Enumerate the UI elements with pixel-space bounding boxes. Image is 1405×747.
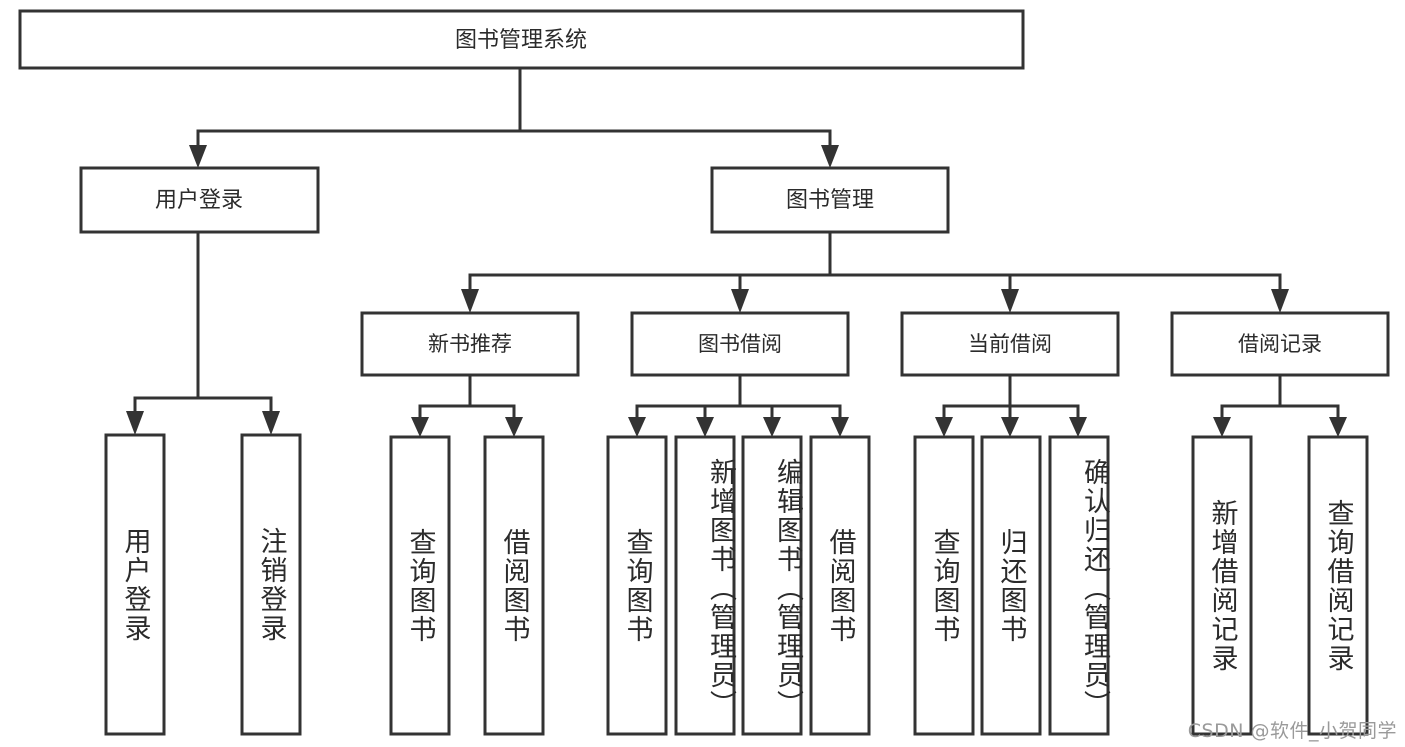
leaf-box-new-book-1[interactable] bbox=[389, 435, 451, 736]
node-book-borrow-box[interactable] bbox=[630, 311, 850, 377]
arrow-to-leaf-borrow-record-1 bbox=[1213, 417, 1231, 437]
arrow-to-leaf-book-borrow-1 bbox=[628, 417, 646, 437]
arrow-to-leaf-user-login-2 bbox=[262, 411, 280, 435]
leaf-box-book-borrow-2[interactable] bbox=[674, 435, 736, 736]
arrow-to-leaf-book-borrow-2 bbox=[696, 417, 714, 437]
arrow-to-leaf-user-login-1 bbox=[126, 411, 144, 435]
connectors bbox=[133, 66, 1340, 420]
node-book-borrow[interactable]: 图书借阅 bbox=[630, 311, 850, 377]
node-user-login-label: 用户登录 bbox=[155, 188, 243, 213]
arrow-to-leaf-current-borrow-2 bbox=[1001, 417, 1019, 437]
node-borrow-record[interactable]: 借阅记录 bbox=[1170, 311, 1390, 377]
node-book-manage-box[interactable] bbox=[710, 166, 950, 234]
node-borrow-record-box[interactable] bbox=[1170, 311, 1390, 377]
node-current-borrow[interactable]: 当前借阅 bbox=[900, 311, 1120, 377]
arrow-to-new-book bbox=[461, 289, 479, 313]
node-book-manage-label: 图书管理 bbox=[786, 188, 874, 213]
node-root[interactable]: 图书管理系统 bbox=[18, 9, 1025, 70]
node-new-book-recommend-box[interactable] bbox=[360, 311, 580, 377]
arrow-to-leaf-current-borrow-1 bbox=[935, 417, 953, 437]
leaf-box-current-borrow-2[interactable] bbox=[980, 435, 1042, 736]
leaf-box-borrow-record-1[interactable] bbox=[1191, 435, 1253, 736]
node-book-borrow-label: 图书借阅 bbox=[698, 332, 782, 356]
arrow-to-leaf-book-borrow-3 bbox=[763, 417, 781, 437]
leaf-box-user-login-1[interactable] bbox=[104, 433, 166, 736]
node-current-borrow-box[interactable] bbox=[900, 311, 1120, 377]
leaf-box-book-borrow-4[interactable] bbox=[809, 435, 871, 736]
arrow-to-user-login bbox=[189, 145, 207, 168]
leaf-boxes bbox=[104, 433, 1369, 736]
csdn-watermark: CSDN @软件_小贺同学 bbox=[1187, 720, 1397, 742]
leaf-box-current-borrow-3[interactable] bbox=[1048, 435, 1110, 736]
arrow-to-leaf-current-borrow-3 bbox=[1069, 417, 1087, 437]
node-root-box[interactable] bbox=[18, 9, 1025, 70]
node-new-book-recommend-label: 新书推荐 bbox=[428, 332, 512, 356]
node-current-borrow-label: 当前借阅 bbox=[968, 332, 1052, 356]
leaf-box-book-borrow-1[interactable] bbox=[606, 435, 668, 736]
leaf-box-new-book-2[interactable] bbox=[483, 435, 545, 736]
node-root-label: 图书管理系统 bbox=[455, 28, 587, 53]
arrow-to-leaf-new-book-1 bbox=[411, 417, 429, 437]
leaf-box-current-borrow-1[interactable] bbox=[913, 435, 975, 736]
node-user-login[interactable]: 用户登录 bbox=[79, 166, 320, 234]
arrow-to-book-borrow bbox=[731, 289, 749, 313]
leaf-box-book-borrow-3[interactable] bbox=[741, 435, 803, 736]
arrow-to-leaf-borrow-record-2 bbox=[1329, 417, 1347, 437]
leaf-box-user-login-2[interactable] bbox=[240, 433, 302, 736]
node-user-login-box[interactable] bbox=[79, 166, 320, 234]
arrow-to-leaf-book-borrow-4 bbox=[831, 417, 849, 437]
node-new-book-recommend[interactable]: 新书推荐 bbox=[360, 311, 580, 377]
node-borrow-record-label: 借阅记录 bbox=[1238, 332, 1322, 356]
arrowheads bbox=[126, 145, 1347, 437]
arrow-to-current-borrow bbox=[1001, 289, 1019, 313]
arrow-to-borrow-record bbox=[1271, 289, 1289, 313]
leaf-box-borrow-record-2[interactable] bbox=[1307, 435, 1369, 736]
arrow-to-leaf-new-book-2 bbox=[505, 417, 523, 437]
arrow-to-book-manage bbox=[821, 145, 839, 168]
node-book-manage[interactable]: 图书管理 bbox=[710, 166, 950, 234]
